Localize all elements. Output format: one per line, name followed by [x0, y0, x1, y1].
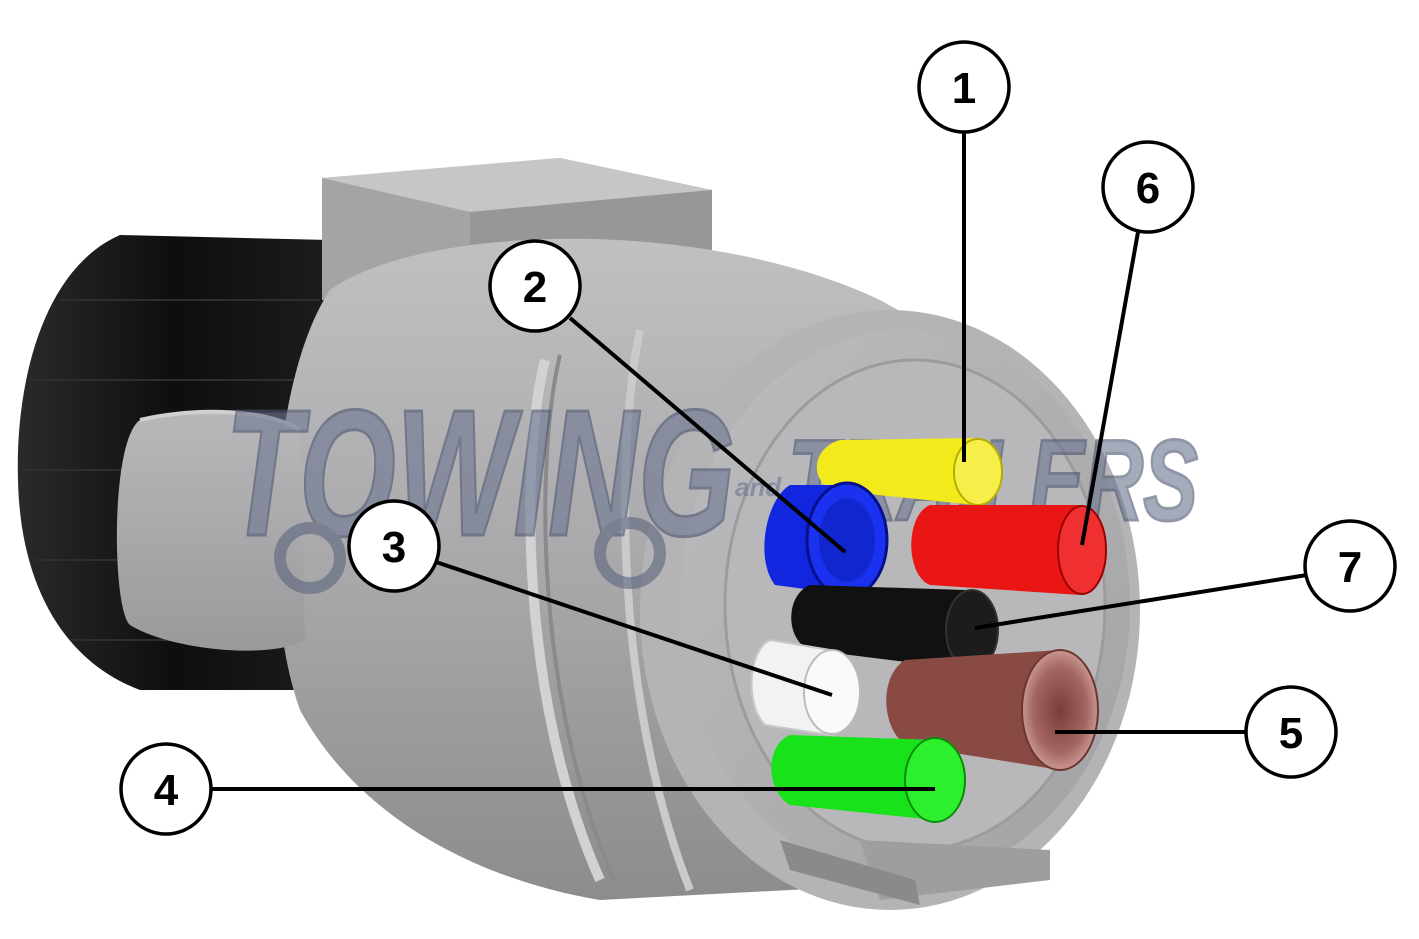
- callout-3: 3: [347, 499, 441, 593]
- callout-7: 7: [1303, 519, 1397, 613]
- watermark-line1: TOWING: [225, 373, 735, 574]
- pin-7-black: [791, 585, 999, 671]
- leader-line-3: [429, 558, 833, 697]
- callout-label: 5: [1279, 709, 1303, 758]
- leader-lines: [210, 132, 1308, 791]
- leader-line-6: [1080, 231, 1140, 546]
- callout-label: 3: [382, 523, 406, 572]
- callout-label: 7: [1338, 543, 1362, 592]
- pins: [750, 438, 1107, 823]
- pin-2-blue: [764, 481, 889, 599]
- callouts: 1 2 3 4 5 6 7: [119, 40, 1397, 836]
- callout-5: 5: [1244, 685, 1338, 779]
- watermark: TOWING and TRAILERS: [224, 372, 1200, 594]
- leader-line-2: [568, 316, 847, 554]
- side-tab: [116, 409, 306, 651]
- pin-4-green: [771, 735, 966, 823]
- pin-6-red: [911, 505, 1107, 595]
- callout-1: 1: [917, 40, 1011, 134]
- callout-label: 6: [1136, 164, 1160, 213]
- watermark-wheel-icon: [274, 517, 666, 594]
- callout-label: 4: [154, 766, 179, 815]
- callout-2: 2: [488, 239, 582, 333]
- leader-line-7: [974, 573, 1308, 630]
- callout-4: 4: [119, 742, 213, 836]
- callout-label: 1: [952, 64, 976, 113]
- callout-label: 2: [523, 263, 547, 312]
- callout-6: 6: [1101, 140, 1195, 234]
